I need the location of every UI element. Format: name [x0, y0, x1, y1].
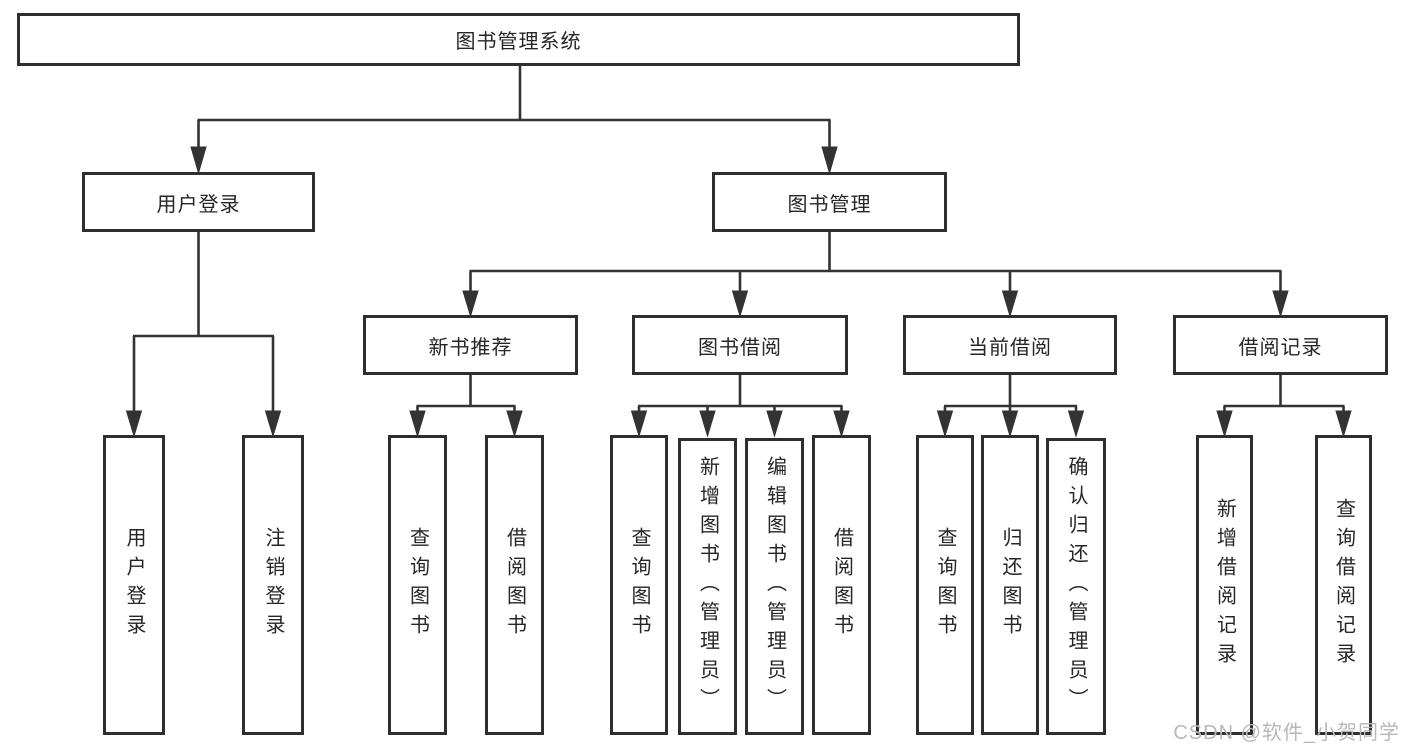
node-leaf-user-login: 用户登录	[103, 435, 165, 735]
connector-root	[190, 66, 838, 175]
connector-user-login	[125, 232, 282, 438]
node-book-mgmt: 图书管理	[712, 172, 947, 232]
node-leaf-add-record: 新增借阅记录	[1196, 435, 1253, 735]
node-leaf-query-book-1: 查询图书	[388, 435, 447, 735]
node-leaf-borrow-book-2: 借阅图书	[812, 435, 871, 735]
node-leaf-add-book: 新增图书（管理员）	[678, 438, 737, 735]
connector-book-mgmt	[462, 232, 1289, 318]
connector-new-book-rec	[409, 375, 523, 438]
node-new-book-rec: 新书推荐	[363, 315, 578, 375]
node-leaf-logout: 注销登录	[242, 435, 304, 735]
node-borrow-records: 借阅记录	[1173, 315, 1388, 375]
node-leaf-confirm-return: 确认归还（管理员）	[1046, 438, 1106, 735]
node-leaf-edit-book: 编辑图书（管理员）	[745, 438, 804, 735]
node-leaf-query-book-3: 查询图书	[916, 435, 974, 735]
connector-current-borrow	[936, 375, 1085, 438]
node-current-borrow: 当前借阅	[903, 315, 1117, 375]
connector-book-borrow	[630, 375, 850, 438]
node-root: 图书管理系统	[17, 13, 1020, 66]
node-user-login: 用户登录	[82, 172, 315, 232]
connector-borrow-records	[1216, 375, 1352, 438]
node-leaf-query-book-2: 查询图书	[610, 435, 668, 735]
node-leaf-borrow-book-1: 借阅图书	[485, 435, 544, 735]
node-leaf-query-record: 查询借阅记录	[1315, 435, 1372, 735]
node-leaf-return-book: 归还图书	[981, 435, 1039, 735]
node-book-borrow: 图书借阅	[632, 315, 848, 375]
